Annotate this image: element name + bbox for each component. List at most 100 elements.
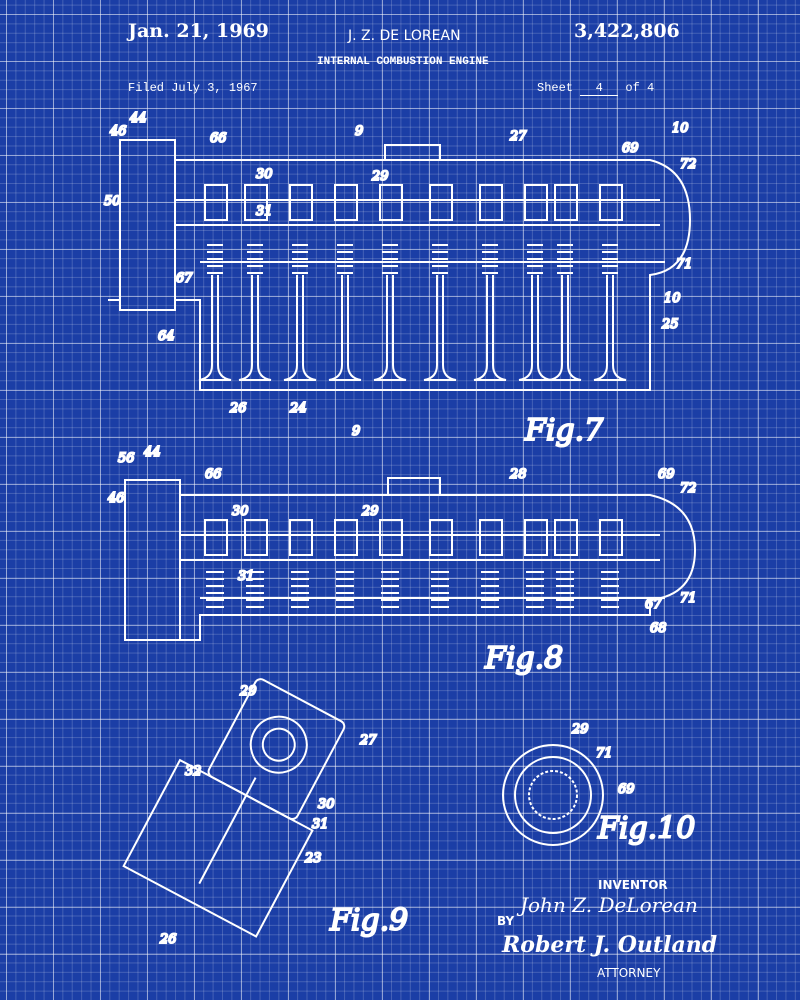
by-label: BY	[497, 914, 515, 928]
attorney-label: ATTORNEY	[597, 966, 661, 980]
ref-numeral: 56	[118, 451, 135, 466]
cam-lobe	[289, 184, 313, 221]
ref-numeral: 46	[107, 491, 125, 506]
filed-date: Filed July 3, 1967	[128, 81, 258, 95]
valve-spring	[336, 571, 354, 608]
cam-lobe	[204, 184, 228, 221]
valve-spring	[431, 571, 449, 608]
patent-date: Jan. 21, 1969	[128, 20, 269, 42]
cam-lobe	[429, 519, 453, 556]
ref-numeral: 69	[658, 467, 675, 482]
valve	[548, 275, 582, 381]
ref-numeral: 25	[661, 317, 679, 332]
fig7-refs: 46 44 66 9 27 69 10 72 50 30 31 29 67 71…	[103, 110, 698, 440]
inventor-name: J. Z. DE LOREAN	[348, 28, 461, 44]
fig7-drawing	[108, 139, 692, 391]
sheet-of: of 4	[625, 81, 655, 95]
ref-numeral: 72	[680, 157, 697, 172]
ref-numeral: 72	[680, 481, 697, 496]
cam-lobe	[334, 519, 358, 556]
valve-spring	[556, 571, 574, 608]
ref-numeral: 68	[650, 621, 667, 636]
ref-numeral: 32	[185, 764, 202, 779]
valve	[593, 275, 627, 381]
ref-numeral: 29	[571, 722, 589, 737]
ref-numeral: 24	[289, 401, 307, 416]
fig8-valves	[204, 519, 623, 608]
valve	[373, 275, 407, 381]
cam-lobe	[479, 184, 503, 221]
valve-spring	[206, 571, 224, 608]
ref-numeral: 30	[256, 167, 273, 182]
valve	[283, 275, 317, 381]
ref-numeral: 67	[645, 597, 662, 612]
valve-spring	[557, 244, 573, 274]
fig10-outer-ring	[502, 744, 604, 846]
fig10-drawing	[502, 744, 604, 846]
ref-numeral: 10	[664, 291, 681, 306]
ref-numeral: 30	[232, 504, 249, 519]
cam-lobe	[334, 184, 358, 221]
fig8-label: Fig.8	[484, 641, 563, 676]
valve-spring	[292, 244, 308, 274]
valve-spring	[527, 244, 543, 274]
cam-lobe	[599, 184, 623, 221]
fig10-inner-ring	[514, 756, 592, 834]
fig10-refs: 29 71 69	[570, 721, 636, 798]
fig10-shaft	[528, 770, 578, 820]
ref-numeral: 26	[229, 401, 247, 416]
ref-numeral: 27	[509, 129, 527, 144]
fig9-refs: 29 27 32 30 31 23 26	[158, 683, 378, 948]
ref-numeral: 44	[129, 111, 147, 126]
ref-numeral: 71	[676, 257, 693, 272]
ref-numeral: 31	[312, 817, 329, 832]
ref-numeral: 23	[304, 851, 322, 866]
fig9-camshaft-core	[261, 727, 296, 762]
cam-lobe	[554, 519, 578, 556]
fig8-refs: 56 44 46 66 28 69 72 30 29 31 67 71 68	[106, 444, 698, 637]
inventor-label: INVENTOR	[598, 878, 668, 892]
inventor-signature: John Z. DeLorean	[520, 893, 698, 917]
ref-numeral: 27	[359, 733, 377, 748]
ref-numeral: 64	[158, 329, 175, 344]
fig7-valves	[198, 184, 627, 381]
sheet-label: Sheet	[537, 81, 574, 95]
ref-numeral: 69	[618, 782, 635, 797]
valve	[198, 275, 232, 381]
fig8-end-housing	[124, 479, 181, 641]
valve-spring	[602, 244, 618, 274]
cam-lobe	[479, 519, 503, 556]
fig9-valve-stem	[198, 777, 257, 885]
patent-number: 3,422,806	[574, 20, 680, 42]
valve	[473, 275, 507, 381]
ref-numeral: 29	[239, 684, 257, 699]
ref-numeral: 28	[509, 467, 527, 482]
ref-numeral: 67	[176, 271, 193, 286]
ref-numeral: 44	[143, 445, 161, 460]
cam-lobe	[204, 519, 228, 556]
sheet-indicator: Sheet 4 of 4	[537, 81, 654, 96]
valve-spring	[246, 571, 264, 608]
ref-numeral: 66	[210, 131, 227, 146]
cam-lobe	[524, 184, 548, 221]
cam-lobe	[524, 519, 548, 556]
fig9-label: Fig.9	[329, 903, 408, 938]
valve-spring	[526, 571, 544, 608]
patent-title: INTERNAL COMBUSTION ENGINE	[317, 56, 489, 68]
valve-spring	[337, 244, 353, 274]
valve-spring	[207, 244, 223, 274]
fig7-label: Fig.7	[524, 413, 604, 448]
ref-numeral: 71	[680, 591, 697, 606]
valve-spring	[601, 571, 619, 608]
fig8-head-outline	[180, 494, 697, 641]
valve	[328, 275, 362, 381]
ref-numeral: 26	[159, 932, 177, 947]
ref-numeral: 9	[352, 424, 360, 439]
attorney-signature: Robert J. Outland	[502, 932, 718, 958]
cam-lobe	[554, 184, 578, 221]
ref-numeral: 29	[361, 504, 379, 519]
ref-numeral: 29	[371, 169, 389, 184]
cam-lobe	[379, 519, 403, 556]
fig7-cap	[384, 144, 441, 160]
